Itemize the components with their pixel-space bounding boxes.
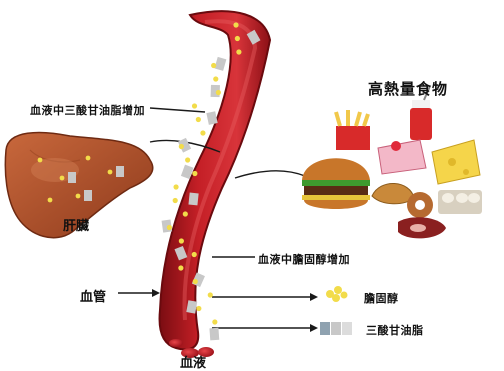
cholesterol-particle <box>38 158 43 163</box>
triglyceride-particle <box>214 57 226 71</box>
cholesterol-particle <box>235 36 240 41</box>
triglyceride-particle <box>188 193 198 206</box>
cholesterol-particle <box>196 117 201 122</box>
cholesterol-particle <box>173 184 178 189</box>
label-blood-triglyceride-increase: 血液中三酸甘油脂增加 <box>30 102 145 118</box>
cholesterol-particle <box>179 144 184 149</box>
label-cholesterol: 膽固醇 <box>364 290 399 306</box>
cholesterol-particle <box>192 252 197 257</box>
triglyceride-particle <box>84 190 92 201</box>
cholesterol-particle <box>236 49 241 54</box>
triglyceride-legend-swatch <box>320 322 352 335</box>
label-blood-vessel: 血管 <box>80 286 106 305</box>
triglyceride-particle <box>68 172 76 183</box>
cholesterol-particle <box>216 90 221 95</box>
cholesterol-particle <box>86 156 91 161</box>
cholesterol-particle <box>76 194 81 199</box>
label-liver: 肝臟 <box>63 215 89 234</box>
cholesterol-particle <box>173 198 178 203</box>
cholesterol-particle <box>60 176 65 181</box>
cholesterol-particle <box>200 130 205 135</box>
cholesterol-particle <box>48 198 53 203</box>
cholesterol-particle <box>213 76 218 81</box>
triglyceride-particle <box>206 111 217 125</box>
cholesterol-particle <box>211 63 216 68</box>
cholesterol-particle <box>192 103 197 108</box>
triglyceride-particle <box>209 328 219 341</box>
cholesterol-particle <box>193 279 198 284</box>
blood-vessel-illustration <box>160 11 270 349</box>
label-blood-cholesterol-increase: 血液中膽固醇增加 <box>258 251 350 267</box>
label-triglyceride: 三酸甘油脂 <box>366 322 424 338</box>
cholesterol-particle <box>208 292 213 297</box>
high-calorie-food-illustration <box>302 86 482 238</box>
triglyceride-particle <box>116 166 124 177</box>
cholesterol-particle <box>108 170 113 175</box>
label-high-calorie-food: 高熱量食物 <box>368 78 448 99</box>
label-blood: 血液 <box>180 352 206 371</box>
cholesterol-particle <box>183 211 188 216</box>
cholesterol-particle <box>212 319 217 324</box>
cholesterol-particle <box>192 171 197 176</box>
cholesterol-particle <box>178 265 183 270</box>
cholesterol-particle <box>233 22 238 27</box>
cholesterol-particle <box>179 238 184 243</box>
cholesterol-legend-swatch <box>326 286 348 302</box>
cholesterol-particle <box>185 157 190 162</box>
cholesterol-particle <box>196 306 201 311</box>
cholesterol-particle <box>167 225 172 230</box>
